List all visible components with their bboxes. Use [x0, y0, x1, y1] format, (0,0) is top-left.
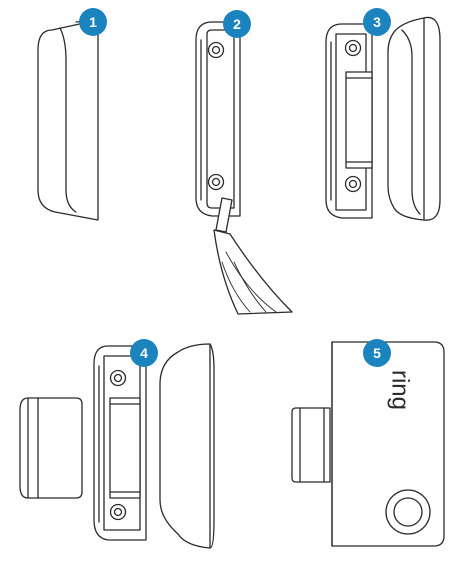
- step-4-backplate: [93, 345, 147, 541]
- step-4-sensor-body: [159, 343, 215, 549]
- step-3-sensor-body: [387, 16, 441, 221]
- step-3-backplate-magnet: [325, 23, 373, 219]
- button-icon: [385, 489, 431, 535]
- svg-text:4: 4: [140, 345, 148, 361]
- top-screw-icon: [207, 41, 225, 59]
- step-5-installed-sensor: ring: [291, 341, 445, 547]
- svg-text:5: 5: [373, 345, 381, 361]
- step-1-sensor-body: [37, 19, 99, 221]
- ring-logo: ring: [387, 370, 414, 410]
- step-5-magnet: [291, 407, 331, 483]
- svg-text:3: 3: [373, 14, 381, 30]
- bottom-screw-icon: [207, 173, 225, 191]
- step-1-badge: 1: [79, 8, 107, 36]
- screwdriver-icon: [213, 197, 293, 315]
- step-4-badge: 4: [130, 339, 158, 367]
- step-2-badge: 2: [223, 10, 251, 38]
- svg-text:1: 1: [89, 14, 97, 30]
- step-3-badge: 3: [363, 8, 391, 36]
- step-5-badge: 5: [363, 339, 391, 367]
- step-4-magnet: [19, 397, 83, 499]
- svg-text:2: 2: [233, 16, 241, 32]
- magnet-icon: [345, 71, 373, 169]
- step-2-backplate-open: [195, 21, 241, 217]
